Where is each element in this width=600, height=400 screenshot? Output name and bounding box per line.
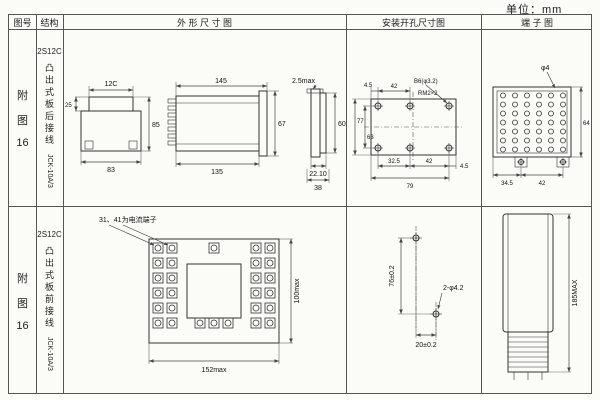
- fig-number: 16: [16, 136, 29, 149]
- dim-mount2-vertical: 76±0.2: [389, 265, 396, 286]
- dim-term2-height: 185MAX: [572, 279, 579, 306]
- dim-profile-top: 2.5max: [292, 78, 315, 85]
- dim-side-height: 67: [278, 121, 286, 128]
- dim-mount-top-edge: 4.5: [364, 83, 373, 89]
- model-code: 2S12C: [37, 47, 62, 57]
- terminal-side-view-front-wiring: 185MAX: [502, 213, 579, 380]
- terminal-cell-row2: 185MAX: [481, 206, 593, 395]
- unit-label: 单位：mm: [506, 4, 563, 16]
- dim-front-height: 85: [152, 122, 160, 129]
- header-outline: 外 形 尺 寸 图: [176, 17, 232, 28]
- header-mounting: 安装开孔尺寸图: [381, 17, 445, 28]
- fig-char: 附: [17, 272, 28, 285]
- terminal-grid: [497, 91, 567, 153]
- mounting-cell-row1: 4.5 42 B6(φ3.2) RM2×2 77 63: [346, 29, 481, 206]
- relay-front-view: 12C 25 83 85: [65, 81, 160, 174]
- dim-front-left: 25: [65, 103, 72, 109]
- dim-profile-depth-total: 38: [314, 185, 322, 192]
- dim-outline2-width: 152max: [202, 367, 227, 374]
- fig-char: 图: [17, 297, 28, 310]
- dim-mount-bottom-1: 32.5: [388, 159, 400, 165]
- label-thread-spec: RM2×2: [418, 91, 438, 97]
- mounting-holes-drawing-rear: 4.5 42 B6(φ3.2) RM2×2 77 63: [352, 79, 469, 190]
- dim-front-width: 83: [107, 167, 115, 174]
- relay-type-code: JCK-10A/3: [46, 337, 53, 371]
- dim-mount-left-inner: 63: [367, 135, 374, 141]
- grid-line: [481, 15, 482, 393]
- fig-number: 16: [16, 319, 29, 332]
- structure-cell-row2: 2S12C 凸出式板前接线 JCK-10A/3: [36, 206, 63, 395]
- dim-mount-top-span: 42: [391, 84, 398, 90]
- relay-side-view: 145 135 67: [167, 78, 286, 176]
- dim-term-bottom-1: 34.5: [501, 181, 513, 187]
- dim-profile-height: 60: [338, 121, 346, 128]
- mounting-ears: [514, 156, 570, 168]
- grid-line: [9, 206, 591, 207]
- terminal-cell-row1: φ4 34.5 42 64: [481, 29, 593, 206]
- dim-outline2-height: 100max: [294, 278, 301, 303]
- relay-profile-view: 2.5max 60 22.10 38: [292, 78, 346, 192]
- grid-line: [9, 29, 591, 30]
- dim-side-length-total: 145: [215, 78, 227, 85]
- terminal-array: [152, 242, 276, 329]
- dim-term-bottom-2: 42: [539, 181, 546, 187]
- spec-table: 图号 结构 外 形 尺 寸 图 安装开孔尺寸图 端 子 图 附 图 16 2S1…: [8, 14, 592, 394]
- grid-line: [36, 15, 37, 393]
- fig-char: 附: [17, 89, 28, 102]
- mounting-holes-drawing-front: 76±0.2 2-φ4.2 20±0.2: [389, 226, 464, 349]
- dim-profile-depth-inner: 22.10: [309, 171, 327, 178]
- structure-cell-row1: 2S12C 凸出式板后接线 JCK-10A/3: [36, 29, 63, 206]
- dim-front-top: 12C: [105, 81, 118, 88]
- header-fig-no: 图号: [13, 17, 32, 28]
- dim-mount-left-outer: 77: [357, 119, 364, 125]
- outline-drawing-rear-wiring: 12C 25 83 85: [65, 78, 346, 192]
- outline-cell-row2: 31、41为电流端子: [63, 206, 346, 395]
- mount-style-label: 凸出式板后接线: [44, 63, 54, 148]
- current-terminal-note: 31、41为电流端子: [99, 215, 157, 224]
- dim-mount2-horizontal: 20±0.2: [415, 342, 436, 349]
- mounting-holes: [410, 232, 442, 320]
- fig-char: 图: [17, 114, 28, 127]
- mounting-cell-row2: 76±0.2 2-φ4.2 20±0.2: [346, 206, 481, 395]
- grid-line: [346, 15, 347, 393]
- terminal-ribs: [507, 331, 549, 380]
- mount-style-label: 凸出式板前接线: [44, 246, 54, 331]
- terminal-diagram-rear: φ4 34.5 42 64: [492, 65, 590, 187]
- dim-mount-bottom-2: 42: [426, 159, 433, 165]
- fig-no-cell-row2: 附 图 16: [9, 206, 36, 395]
- label-terminal-hole-dia: φ4: [541, 65, 550, 72]
- fig-no-cell-row1: 附 图 16: [9, 29, 36, 206]
- dim-side-length-body: 135: [211, 169, 223, 176]
- dim-mount-bottom-total: 79: [407, 184, 414, 190]
- outline-cell-row1: 12C 25 83 85: [63, 29, 346, 206]
- relay-type-code: JCK-10A/3: [46, 154, 53, 188]
- outline-drawing-front-wiring: 31、41为电流端子: [99, 215, 301, 374]
- dim-term-height: 64: [583, 121, 590, 127]
- dim-mount-right-edge: 4.5: [460, 164, 469, 170]
- grid-line: [63, 15, 64, 393]
- model-code: 2S12C: [37, 230, 62, 240]
- label-hole-spec: B6(φ3.2): [414, 79, 438, 85]
- label-hole-spec: 2-φ4.2: [443, 285, 464, 292]
- header-structure: 结构: [40, 17, 59, 28]
- header-terminal: 端 子 图: [520, 17, 553, 28]
